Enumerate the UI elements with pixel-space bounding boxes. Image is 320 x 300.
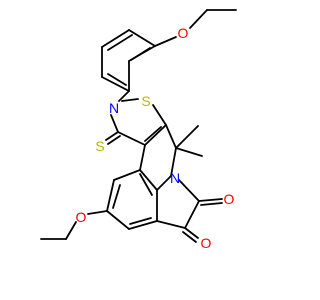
oxygen-atom-top: O: [178, 25, 189, 41]
nitrogen-atom-lactam: N: [170, 170, 180, 186]
sulfur-atom-thione: S: [95, 138, 104, 154]
oxygen-atom-carbonyl-1: O: [224, 191, 235, 207]
molecule-structure: O N S S N O O O: [40, 9, 237, 251]
oxygen-atom-bottom: O: [76, 209, 87, 225]
bonds: [40, 9, 237, 243]
nitrogen-atom-ring: N: [109, 100, 119, 116]
oxygen-atom-carbonyl-2: O: [201, 235, 212, 251]
atom-labels: O N S S N O O O: [76, 25, 235, 251]
sulfur-atom-ring: S: [141, 93, 150, 109]
